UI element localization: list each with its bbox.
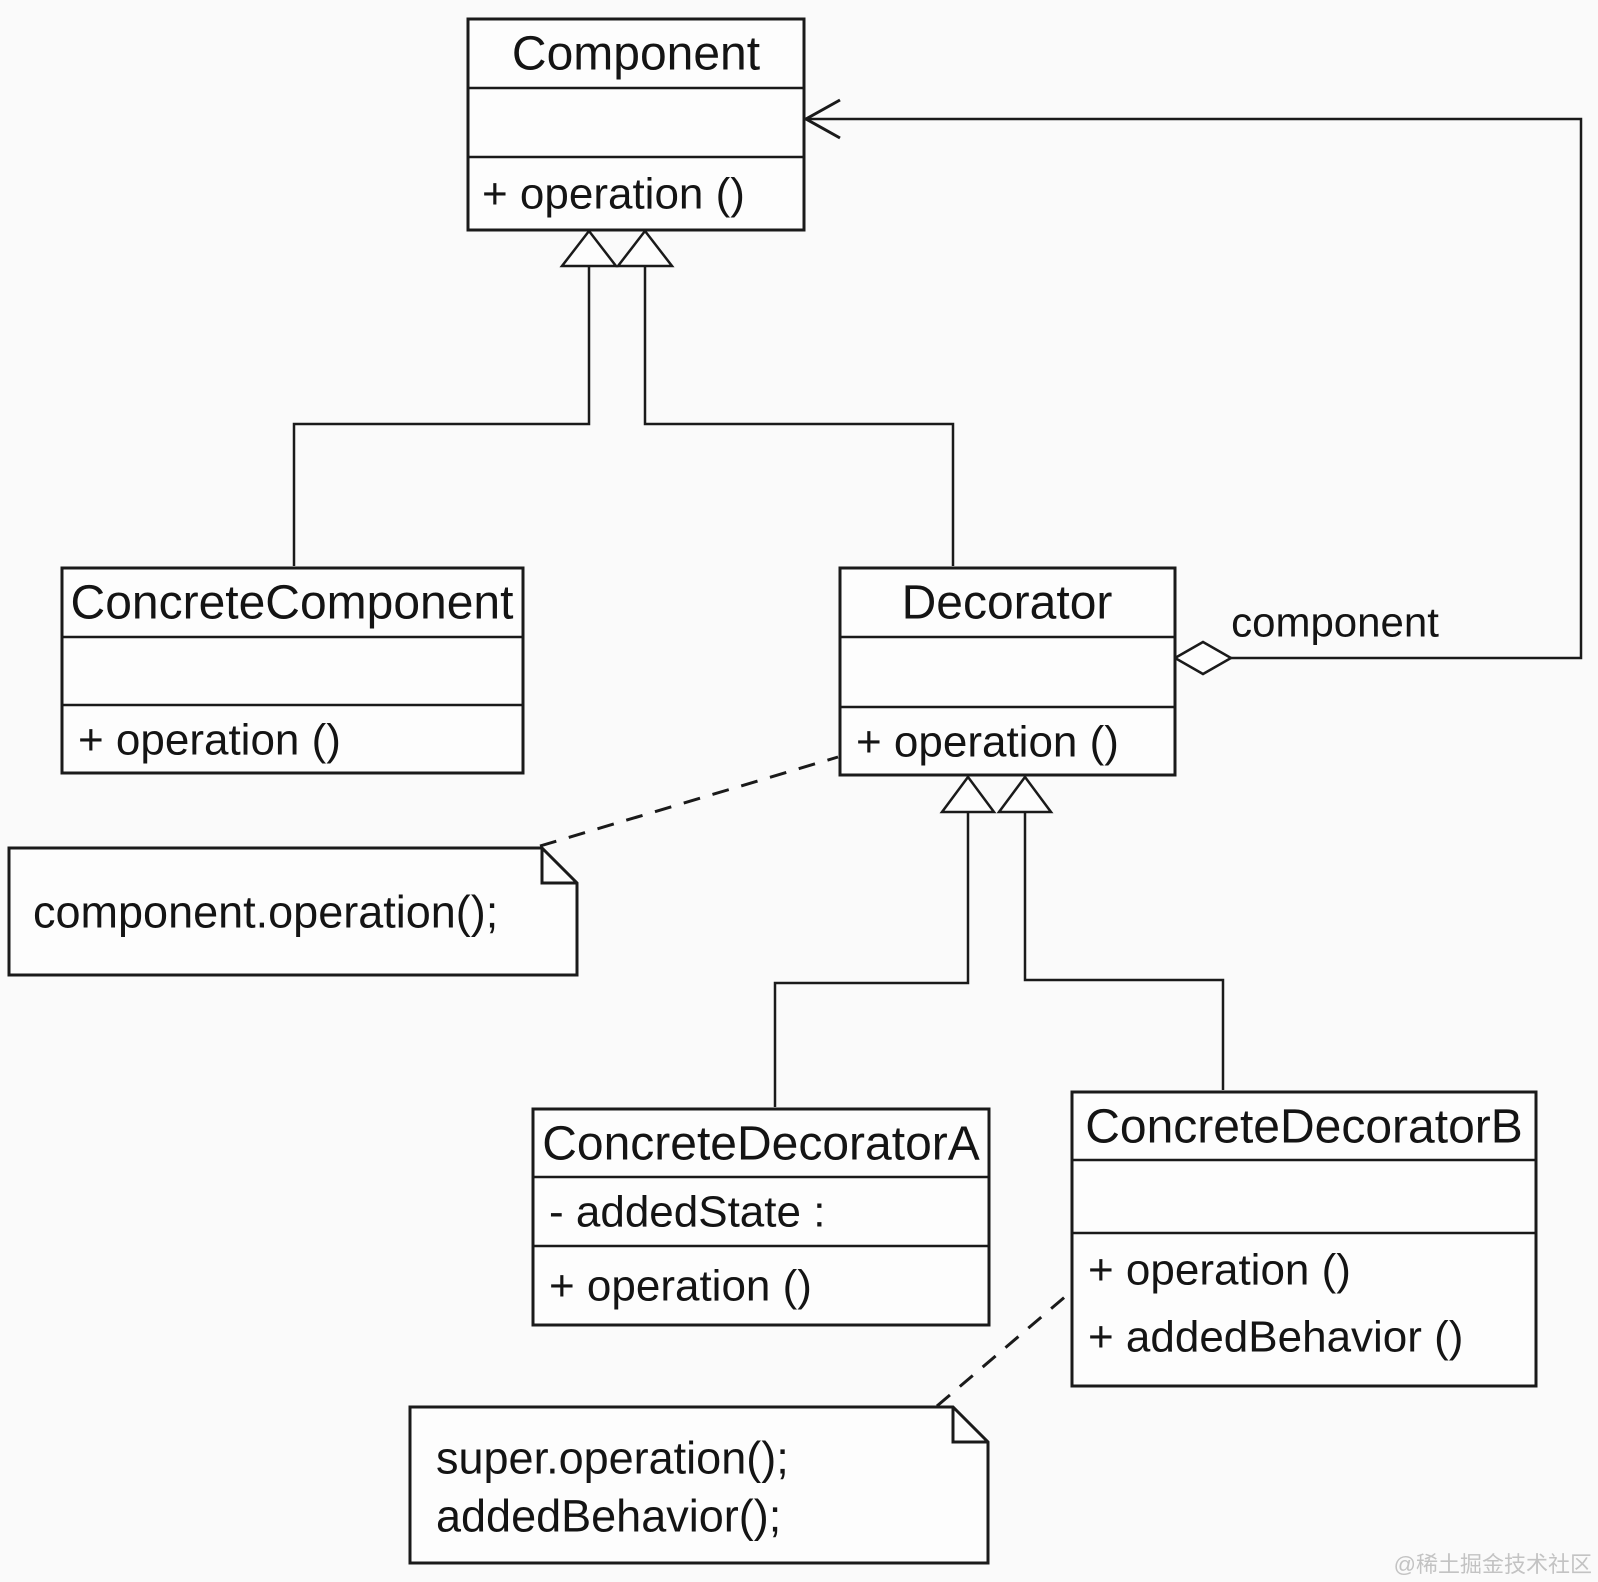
note-text-line: super.operation(); [436, 1433, 789, 1484]
note-text: component.operation(); [33, 887, 498, 938]
class-name: ConcreteDecoratorA [542, 1118, 980, 1171]
class-concrete-component: ConcreteComponent + operation () [60, 566, 525, 775]
generalization-line [773, 812, 970, 1107]
generalization-concretedecoratorb-to-decorator [996, 774, 1225, 1090]
class-method: + operation () [482, 170, 745, 219]
aggregation-line [806, 117, 1583, 660]
hollow-triangle-icon [559, 228, 619, 268]
aggregation-diamond-icon [1172, 640, 1234, 676]
note-concrete-decorator-b: super.operation(); addedBehavior(); [408, 1405, 990, 1565]
note-folded-corner-icon [951, 1407, 988, 1444]
aggregation-decorator-component: component [802, 98, 1583, 676]
class-attribute: - addedState : [549, 1188, 825, 1237]
class-method: + operation () [78, 716, 341, 765]
class-method: + addedBehavior () [1088, 1313, 1463, 1362]
hollow-triangle-icon [939, 774, 997, 814]
generalization-concretedecoratora-to-decorator [773, 774, 997, 1107]
class-concrete-decorator-b: ConcreteDecoratorB + operation () + adde… [1070, 1090, 1538, 1388]
class-box [60, 566, 525, 775]
watermark-text: @稀土掘金技术社区 [1394, 1552, 1592, 1577]
generalization-concretecomponent-to-component [292, 228, 619, 566]
class-box [466, 17, 806, 232]
generalization-line [292, 266, 591, 566]
note-decorator-operation: component.operation(); [7, 846, 579, 977]
hollow-triangle-icon [996, 774, 1054, 814]
class-method: + operation () [1088, 1246, 1351, 1295]
hollow-triangle-icon [615, 228, 675, 268]
aggregation-role-label: component [1231, 599, 1439, 646]
generalization-decorator-to-component [615, 228, 955, 566]
note-text-line: addedBehavior(); [436, 1491, 781, 1542]
class-component: Component + operation () [466, 17, 806, 232]
class-concrete-decorator-a: ConcreteDecoratorA - addedState : + oper… [531, 1107, 991, 1327]
open-arrowhead-icon [802, 98, 841, 140]
class-method: + operation () [549, 1262, 812, 1311]
class-box [1070, 1090, 1538, 1388]
generalization-line [643, 266, 955, 566]
note-folded-corner-icon [540, 848, 577, 885]
class-decorator: Decorator + operation () [838, 566, 1177, 777]
class-name: Component [512, 28, 760, 81]
note-box [408, 1405, 990, 1565]
note-anchor-dashed-line-decorator [539, 755, 839, 848]
class-name: ConcreteComponent [71, 577, 514, 630]
note-box [7, 846, 579, 977]
class-box [838, 566, 1177, 777]
generalization-line [1023, 812, 1225, 1090]
class-name: ConcreteDecoratorB [1085, 1101, 1523, 1154]
class-method: + operation () [856, 718, 1119, 767]
class-box [531, 1107, 991, 1327]
class-name: Decorator [902, 577, 1113, 630]
